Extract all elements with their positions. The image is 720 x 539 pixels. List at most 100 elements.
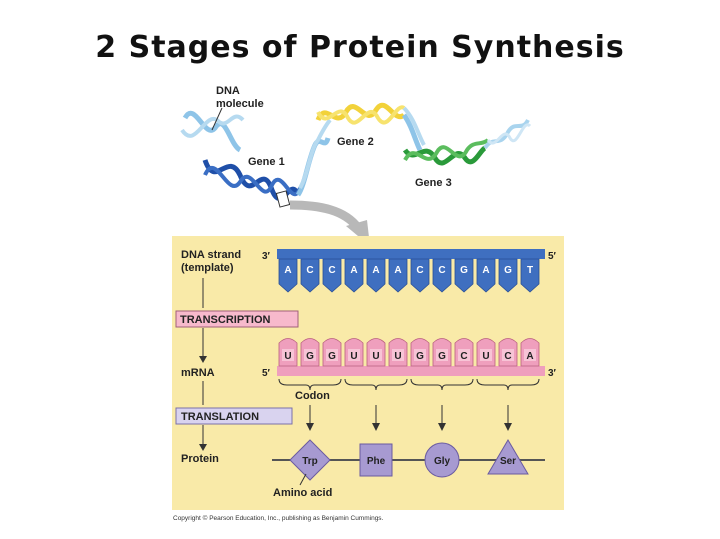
- mrna-base-label: U: [284, 351, 291, 362]
- label-gene3: Gene 3: [415, 177, 452, 189]
- helix-link2-a: [401, 113, 423, 152]
- mrna-base-label: G: [416, 351, 424, 362]
- label-dna-strand-1: DNA strand: [181, 249, 241, 261]
- label-dna-strand-2: (template): [181, 262, 234, 274]
- dna-base-shape: [454, 258, 474, 293]
- dna-5prime-label: 5′: [548, 251, 557, 262]
- dna-base-label: C: [306, 265, 313, 276]
- transcription-box: [175, 310, 299, 328]
- codon-arrowhead-icon: [438, 423, 446, 431]
- helix-link2-b: [402, 106, 426, 146]
- helix-link-b: [298, 118, 332, 190]
- label-protein: Protein: [181, 453, 219, 465]
- dna-base-shape: [498, 258, 518, 293]
- gene1-strand-b: [203, 165, 302, 197]
- left-arrowhead-2-icon: [199, 356, 207, 363]
- mrna-base-label: C: [460, 351, 467, 362]
- dna-base-label: A: [284, 265, 291, 276]
- dna-base-shape: [300, 258, 320, 293]
- codon-arrowhead-icon: [372, 423, 380, 431]
- mrna-base-box: [458, 349, 470, 361]
- dna-base-shape: [278, 258, 298, 293]
- codon-label: Codon: [295, 390, 330, 402]
- amino-acids: Trp Phe Gly Ser: [289, 439, 529, 481]
- dna-base-label: C: [328, 265, 335, 276]
- dna-base-label: G: [460, 265, 468, 276]
- gene3-strand-b: [403, 138, 490, 162]
- label-gene2: Gene 2: [337, 136, 374, 148]
- mrna-base-box: [326, 349, 338, 361]
- zoom-arrow-icon: [289, 200, 362, 231]
- transcription-label: TRANSCRIPTION: [180, 314, 271, 326]
- mrna-base-label: U: [372, 351, 379, 362]
- dna-base-label: A: [394, 265, 401, 276]
- amino-acid-name: Phe: [367, 456, 386, 467]
- codon-brace: [410, 378, 474, 391]
- helix-strand-a-left: [182, 110, 242, 153]
- dna-base-shape: [410, 258, 430, 293]
- mrna-base-box: [502, 349, 514, 361]
- label-dna-molecule-2: molecule: [216, 98, 264, 110]
- mrna-base-box: [304, 349, 316, 361]
- mrna-base-label: G: [328, 351, 336, 362]
- amino-acid-shape: [359, 443, 393, 477]
- dna-base-shape: [476, 258, 496, 293]
- dna-base-shape: [344, 258, 364, 293]
- mrna-base-box: [524, 349, 536, 361]
- codon-arrowhead-icon: [306, 423, 314, 431]
- dna-backbone: [277, 249, 545, 259]
- codon-brace: [344, 378, 408, 391]
- dna-base-label: C: [416, 265, 423, 276]
- dna-molecule-leader: [211, 107, 223, 131]
- label-gene1: Gene 1: [248, 156, 285, 168]
- mrna-base-label: U: [394, 351, 401, 362]
- mrna-3prime-label: 3′: [548, 368, 557, 379]
- mrna-backbone: [277, 366, 545, 376]
- mrna-base-box: [480, 349, 492, 361]
- dna-base-label: A: [372, 265, 379, 276]
- amino-acid-label: Amino acid: [273, 487, 332, 499]
- amino-acid-shape: [424, 442, 460, 478]
- gene1-highlight-box: [275, 190, 291, 208]
- codon-arrowhead-icon: [504, 423, 512, 431]
- mrna-base-label: G: [306, 351, 314, 362]
- codon-brace: [278, 378, 342, 391]
- dna-base-label: T: [527, 265, 533, 276]
- amino-acid-name: Trp: [302, 456, 318, 467]
- translation-box: [175, 407, 293, 425]
- label-dna-molecule-1: DNA: [216, 85, 240, 97]
- dna-base-shape: [432, 258, 452, 293]
- dna-base-shape: [388, 258, 408, 293]
- slide-title: 2 Stages of Protein Synthesis: [95, 30, 625, 65]
- copyright-notice: Copyright © Pearson Education, Inc., pub…: [173, 515, 384, 522]
- dna-base-shape: [322, 258, 342, 293]
- mrna-base-box: [436, 349, 448, 361]
- left-arrowhead-4-icon: [199, 444, 207, 451]
- dna-base-label: G: [504, 265, 512, 276]
- mrna-base-box: [348, 349, 360, 361]
- gene2-strand-b: [316, 105, 406, 125]
- label-mrna: mRNA: [181, 367, 215, 379]
- mrna-base-label: U: [350, 351, 357, 362]
- codon-braces: [278, 378, 540, 431]
- amino-acid-shape: [289, 439, 331, 481]
- helix-strand-b-left: [180, 114, 245, 138]
- mrna-base-box: [414, 349, 426, 361]
- amino-acid-leader: [299, 473, 307, 486]
- mrna-base-box: [370, 349, 382, 361]
- translation-label: TRANSLATION: [181, 411, 259, 423]
- dna-3prime-label: 3′: [262, 251, 271, 262]
- helix-tail-b: [486, 123, 532, 145]
- mrna-base-box: [392, 349, 404, 361]
- dna-base-label: A: [482, 265, 489, 276]
- dna-base-label: C: [438, 265, 445, 276]
- amino-acid-name: Gly: [434, 456, 451, 467]
- mrna-base-label: C: [504, 351, 511, 362]
- dna-base-shape: [520, 258, 540, 293]
- mrna-base-label: G: [438, 351, 446, 362]
- dna-helix: [180, 102, 532, 208]
- amino-acid-name: Ser: [500, 456, 516, 467]
